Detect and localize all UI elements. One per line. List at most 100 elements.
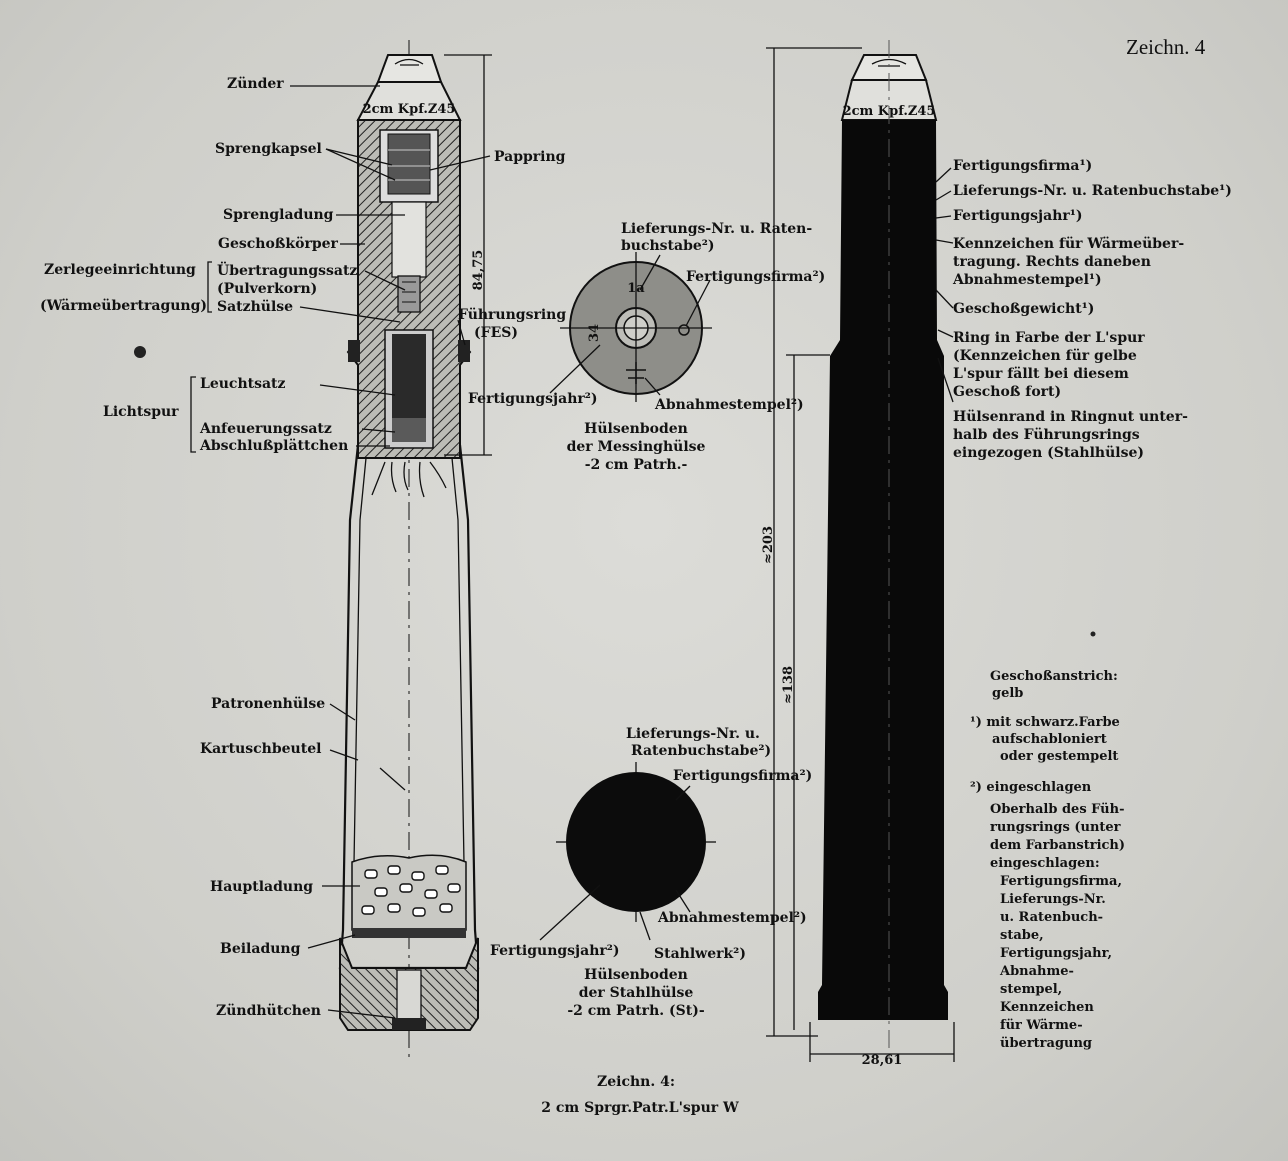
- primer: [396, 969, 422, 1021]
- left-labels: Zünder Sprengkapsel Pappring Sprengladun…: [40, 76, 566, 1019]
- label-sprengladung: Sprengladung: [223, 207, 334, 223]
- fuze-marking: 2cm Kpf.Z45: [363, 102, 456, 117]
- label-lichtspur: Lichtspur: [103, 404, 179, 420]
- auxiliary-charge: [352, 928, 466, 938]
- svg-text:Hülsenrand in Ringnut unter-: Hülsenrand in Ringnut unter-: [953, 409, 1188, 425]
- label-fes: (FES): [474, 325, 518, 341]
- label-fuehrungsring: Führungsring: [458, 307, 566, 323]
- svg-text:Geschoß fort): Geschoß fort): [953, 384, 1061, 400]
- svg-text:Geschoßanstrich:: Geschoßanstrich:: [990, 669, 1118, 684]
- svg-text:Lieferungs-Nr.: Lieferungs-Nr.: [1000, 892, 1106, 907]
- svg-text:eingezogen (Stahlhülse): eingezogen (Stahlhülse): [953, 445, 1144, 461]
- svg-text:Fertigungsfirma¹): Fertigungsfirma¹): [953, 158, 1092, 174]
- caption-line-1: Zeichn. 4:: [597, 1074, 675, 1090]
- right-dimensions: ≈203 ≈138 28,61: [761, 47, 955, 1068]
- svg-text:Lieferungs-Nr. u. Raten-: Lieferungs-Nr. u. Raten-: [621, 221, 812, 237]
- bursting-charge: [391, 201, 427, 278]
- svg-text:-2 cm Patrh.-: -2 cm Patrh.-: [585, 457, 688, 473]
- svg-text:Fertigungsjahr¹): Fertigungsjahr¹): [953, 208, 1083, 224]
- label-zuender: Zünder: [227, 76, 284, 92]
- svg-text:Kennzeichen für Wärmeüber-: Kennzeichen für Wärmeüber-: [953, 236, 1184, 252]
- dimension-84-75: 84,75: [444, 54, 492, 456]
- svg-text:-2 cm Patrh. (St)-: -2 cm Patrh. (St)-: [567, 1003, 704, 1019]
- svg-text:Fertigungsjahr²): Fertigungsjahr²): [490, 943, 620, 959]
- label-pappring: Pappring: [494, 149, 566, 165]
- bracket-lichtspur: [190, 376, 196, 453]
- svg-text:Fertigungsfirma,: Fertigungsfirma,: [1000, 874, 1122, 889]
- svg-text:der Stahlhülse: der Stahlhülse: [579, 985, 694, 1001]
- bracket-zerlege: [207, 261, 212, 313]
- label-kartuschbeutel: Kartuschbeutel: [200, 741, 321, 757]
- sectioned-cartridge: 2cm Kpf.Z45: [338, 40, 480, 1062]
- svg-text:Fertigungsjahr²): Fertigungsjahr²): [468, 391, 598, 407]
- svg-text:übertragung: übertragung: [1000, 1036, 1092, 1051]
- label-hauptladung: Hauptladung: [210, 879, 313, 895]
- svg-text:stempel,: stempel,: [1000, 982, 1062, 997]
- svg-text:Geschoßgewicht¹): Geschoßgewicht¹): [953, 301, 1094, 317]
- svg-text:≈203: ≈203: [761, 526, 776, 564]
- svg-text:Ratenbuchstabe²): Ratenbuchstabe²): [631, 743, 771, 759]
- svg-text:Oberhalb des Füh-: Oberhalb des Füh-: [990, 802, 1124, 817]
- propellant-grains: [361, 865, 461, 917]
- svg-text:gelb: gelb: [992, 686, 1023, 701]
- svg-text:oder gestempelt: oder gestempelt: [1000, 749, 1118, 764]
- svg-text:Abnahmestempel²): Abnahmestempel²): [654, 397, 804, 413]
- svg-text:Abnahme-: Abnahme-: [999, 964, 1074, 979]
- svg-text:(Kennzeichen für gelbe: (Kennzeichen für gelbe: [953, 348, 1137, 364]
- label-patronenhuelse: Patronenhülse: [211, 696, 325, 712]
- svg-text:Abnahmestempel²): Abnahmestempel²): [657, 910, 807, 926]
- right-labels: Fertigungsfirma¹) Lieferungs-Nr. u. Rate…: [952, 158, 1232, 461]
- sheet-label: Zeichn. 4: [1126, 35, 1206, 59]
- svg-text:buchstabe²): buchstabe²): [621, 238, 715, 254]
- steel-case-base: Lieferungs-Nr. u. Ratenbuchstabe²) Ferti…: [490, 726, 812, 1019]
- svg-text:Lieferungs-Nr. u.: Lieferungs-Nr. u.: [626, 726, 760, 742]
- svg-text:dem Farbanstrich): dem Farbanstrich): [990, 838, 1125, 853]
- label-waermeuebertragung: (Wärmeübertragung): [40, 298, 207, 314]
- svg-text:eingeschlagen:: eingeschlagen:: [990, 856, 1100, 871]
- svg-text:Ring in Farbe der L'spur: Ring in Farbe der L'spur: [953, 330, 1145, 346]
- label-satzhuelse: Satzhülse: [217, 299, 293, 315]
- caption-line-2: 2 cm Sprgr.Patr.L'spur W: [541, 1100, 739, 1116]
- svg-text:Lieferungs-Nr. u. Ratenbuchsta: Lieferungs-Nr. u. Ratenbuchstabe¹): [953, 183, 1232, 199]
- svg-text:tragung. Rechts daneben: tragung. Rechts daneben: [953, 254, 1151, 270]
- svg-text:Abnahmestempel¹): Abnahmestempel¹): [952, 272, 1102, 288]
- label-zuendhuetchen: Zündhütchen: [216, 1003, 321, 1019]
- svg-text:Kennzeichen: Kennzeichen: [1000, 1000, 1094, 1015]
- svg-text:für Wärme-: für Wärme-: [1000, 1018, 1083, 1033]
- svg-text:stabe,: stabe,: [1000, 928, 1044, 943]
- label-pulverkorn: (Pulverkorn): [217, 281, 317, 297]
- label-abschlussplaettchen: Abschlußplättchen: [199, 438, 348, 454]
- label-uebertragungssatz: Übertragungssatz: [217, 260, 357, 279]
- svg-text:u. Ratenbuch-: u. Ratenbuch-: [1000, 910, 1103, 925]
- left-leader-lines: [290, 85, 491, 1019]
- svg-text:¹) mit schwarz.Farbe: ¹) mit schwarz.Farbe: [970, 715, 1120, 730]
- label-zerlegeeinrichtung: Zerlegeeinrichtung: [44, 262, 196, 278]
- svg-text:aufschabloniert: aufschabloniert: [992, 732, 1107, 747]
- svg-text:der Messinghülse: der Messinghülse: [567, 439, 706, 455]
- label-geschosskoerper: Geschoßkörper: [218, 236, 339, 252]
- svg-text:84,75: 84,75: [471, 250, 486, 291]
- svg-text:Fertigungsfirma²): Fertigungsfirma²): [673, 768, 812, 784]
- svg-text:Hülsenboden: Hülsenboden: [584, 421, 688, 437]
- label-beiladung: Beiladung: [220, 941, 301, 957]
- svg-text:Stahlwerk²): Stahlwerk²): [654, 946, 746, 962]
- right-leader-lines: [935, 167, 954, 403]
- svg-text:Hülsenboden: Hülsenboden: [584, 967, 688, 983]
- svg-text:34: 34: [587, 324, 602, 342]
- exterior-cartridge: 2cm Kpf.Z45: [818, 40, 948, 1060]
- svg-text:≈138: ≈138: [781, 666, 796, 704]
- svg-text:1a: 1a: [627, 281, 645, 296]
- notes: Geschoßanstrich: gelb ¹) mit schwarz.Far…: [970, 669, 1125, 1051]
- svg-text:²) eingeschlagen: ²) eingeschlagen: [970, 780, 1092, 795]
- label-sprengkapsel: Sprengkapsel: [215, 141, 322, 157]
- label-anfeuerungssatz: Anfeuerungssatz: [199, 421, 332, 437]
- svg-text:rungsrings (unter: rungsrings (unter: [990, 820, 1121, 835]
- svg-text:Fertigungsjahr,: Fertigungsjahr,: [1000, 946, 1112, 961]
- svg-text:L'spur fällt bei diesem: L'spur fällt bei diesem: [953, 366, 1129, 382]
- driving-band: [348, 340, 360, 362]
- relay-charge: [397, 275, 421, 313]
- brass-case-base: 1a 34 Lieferungs-Nr. u. Raten- buchstabe…: [468, 221, 825, 473]
- ink-speck: [134, 346, 146, 358]
